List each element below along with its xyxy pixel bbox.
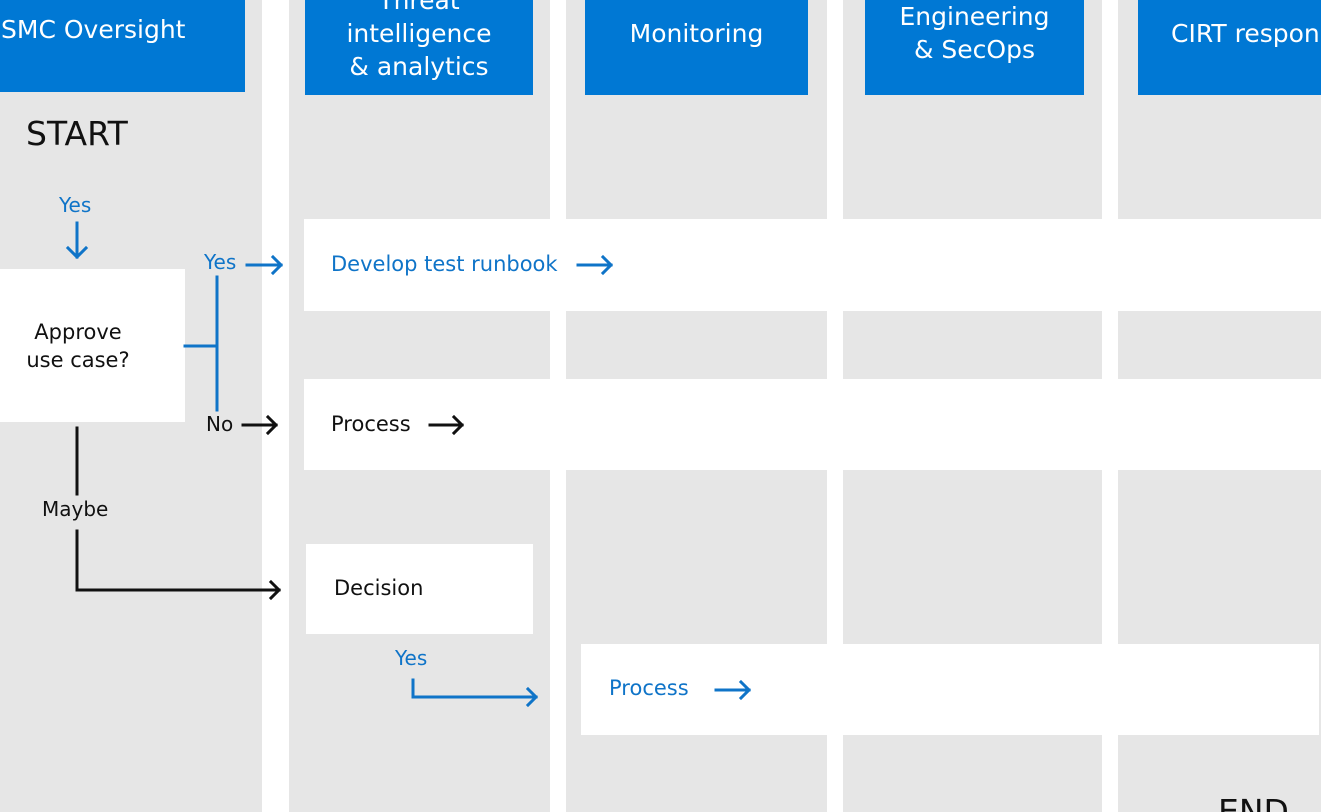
header-engineering-label: Engineering & SecOps (899, 1, 1050, 64)
yes-down-arrow (65, 221, 89, 260)
maybe-label: Maybe (42, 497, 109, 521)
yes-branch-label: Yes (204, 250, 237, 274)
process1-arrow (428, 414, 465, 436)
maybe-connector (75, 426, 282, 601)
header-smc-oversight: SMC Oversight (0, 0, 245, 92)
header-monitoring: Monitoring (585, 0, 808, 95)
header-smc-oversight-label: SMC Oversight (1, 15, 186, 44)
approve-branch-connector (183, 275, 219, 412)
header-engineering: Engineering & SecOps (865, 0, 1084, 95)
start-label: START (26, 114, 128, 153)
develop-test-runbook-label: Develop test runbook (331, 252, 558, 276)
yes-top-label: Yes (59, 193, 92, 217)
header-threat-intelligence-label: Threat intelligence & analytics (346, 0, 492, 81)
develop-test-runbook-band (304, 219, 1321, 311)
process-label-2: Process (609, 676, 689, 700)
decision-box (306, 544, 533, 634)
header-monitoring-label: Monitoring (629, 18, 764, 48)
process2-arrow (714, 679, 752, 701)
header-cirt: CIRT respon (1138, 0, 1321, 95)
yes-decision-label: Yes (395, 646, 428, 670)
no-branch-arrow (241, 414, 279, 436)
approve-use-case-label: Approve use case? (26, 320, 130, 372)
process-band-2 (581, 644, 1319, 735)
develop-arrow (576, 254, 614, 276)
approve-use-case-box (0, 269, 185, 422)
process-band-1 (304, 379, 1321, 470)
decision-yes-connector (411, 678, 539, 708)
yes-branch-arrow (245, 254, 284, 276)
no-branch-label: No (206, 412, 234, 436)
decision-label: Decision (334, 576, 424, 600)
header-cirt-label: CIRT respon (1171, 18, 1320, 48)
header-threat-intelligence: Threat intelligence & analytics (305, 0, 533, 95)
end-label: END (1218, 792, 1289, 812)
process-label-1: Process (331, 412, 411, 436)
